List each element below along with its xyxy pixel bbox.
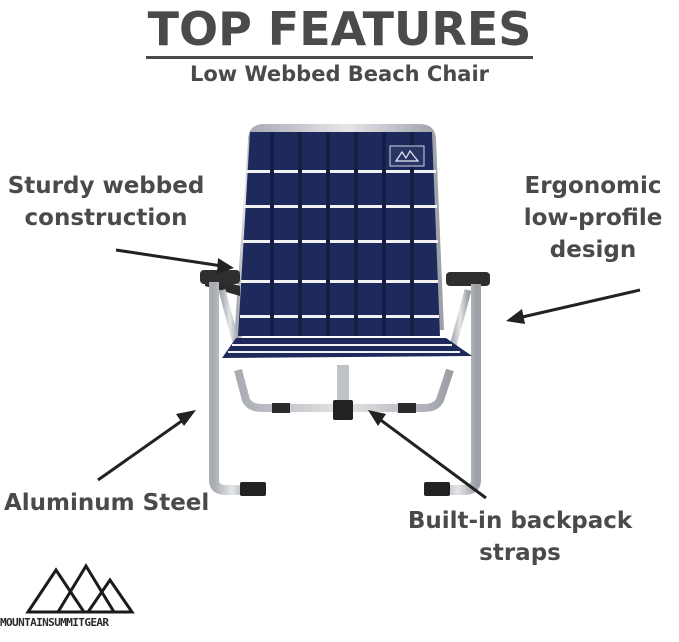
front-foot-right <box>424 482 450 496</box>
brand-name: MOUNTAINSUMMITGEAR <box>0 616 109 629</box>
strap-post <box>337 365 349 401</box>
feature-sturdy-line-1: Sturdy webbed <box>7 173 205 199</box>
back-webbing-verticals <box>270 132 414 336</box>
page-subtitle: Low Webbed Beach Chair <box>189 62 490 86</box>
right-armrest-pad <box>446 272 490 286</box>
feature-straps-line-2: straps <box>479 540 561 566</box>
arrow-sturdy <box>115 248 223 268</box>
arrow-straps <box>377 416 487 500</box>
rear-foot-left <box>272 403 290 413</box>
callout-arrows <box>97 248 641 500</box>
feature-sturdy-line-2: construction <box>24 205 188 231</box>
feature-sturdy-label: Sturdy webbed construction <box>2 170 210 234</box>
feature-ergonomic-line-2: low-profile <box>523 205 663 231</box>
arrow-aluminum <box>97 416 187 482</box>
chair-tag-mountain-icon <box>394 149 420 162</box>
feature-aluminum-label: Aluminum Steel <box>4 490 210 516</box>
back-webbing <box>238 132 440 336</box>
left-leg-frame <box>209 282 250 495</box>
mountain-logo-icon <box>25 563 135 614</box>
arrow-sturdy-head <box>217 258 234 274</box>
feature-ergonomic-line-1: Ergonomic <box>524 173 662 199</box>
rear-foot-right <box>398 403 416 413</box>
seat-webbing <box>222 338 472 358</box>
arrow-aluminum-head <box>176 410 196 426</box>
strap-buckle <box>333 400 353 420</box>
seat-webbing-stripes <box>228 344 460 353</box>
back-webbing-stripes <box>240 170 439 318</box>
feature-ergonomic-line-3: design <box>549 237 637 263</box>
left-armrest-pad <box>200 270 240 284</box>
arrow-straps-head <box>368 410 386 426</box>
front-foot-left <box>240 482 266 496</box>
feature-ergonomic-label: Ergonomic low-profile design <box>508 170 678 266</box>
feature-straps-line-1: Built-in backpack <box>407 508 633 534</box>
right-arm-support <box>448 289 472 351</box>
page-title-text: TOP FEATURES <box>145 2 534 59</box>
page-title: TOP FEATURES <box>0 2 679 59</box>
arrow-ergonomic-head <box>506 309 525 324</box>
feature-straps-label: Built-in backpack straps <box>400 505 640 569</box>
arrow-ergonomic <box>517 288 641 320</box>
